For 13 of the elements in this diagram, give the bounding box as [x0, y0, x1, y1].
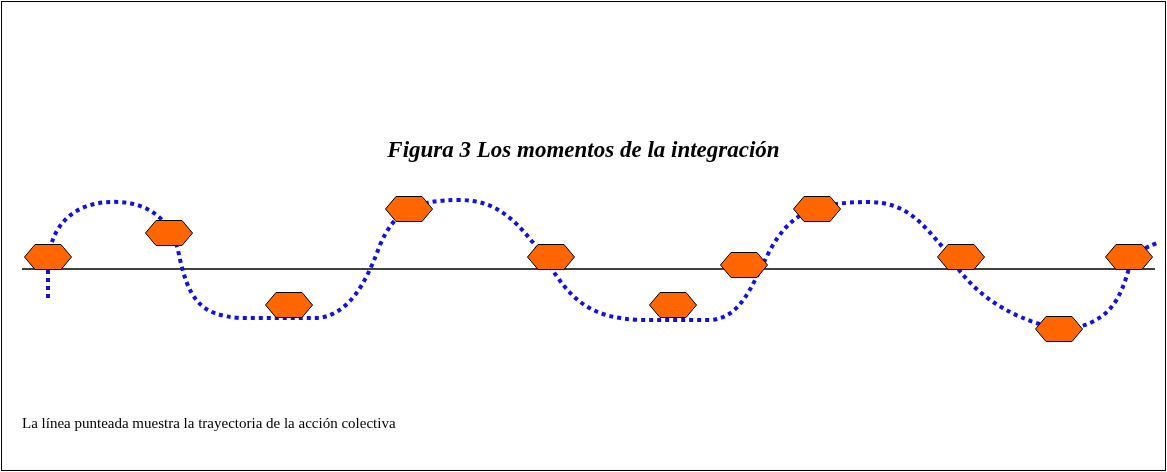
hexagon-marker: [145, 220, 193, 246]
hexagon-marker: [24, 244, 72, 270]
figure-title: Figura 3 Los momentos de la integración: [386, 136, 781, 164]
hexagon-marker: [385, 196, 433, 222]
hexagon-marker: [720, 252, 768, 278]
hexagon-marker: [937, 244, 985, 270]
hexagon-marker: [793, 196, 841, 222]
hexagon-marker: [1105, 244, 1153, 270]
hexagon-marker: [527, 244, 575, 270]
hexagon-marker: [649, 292, 697, 318]
hexagon-marker: [265, 292, 313, 318]
caption: La línea punteada muestra la trayectoria de la acción colectiva: [22, 415, 396, 432]
hexagon-marker: [1035, 316, 1083, 342]
